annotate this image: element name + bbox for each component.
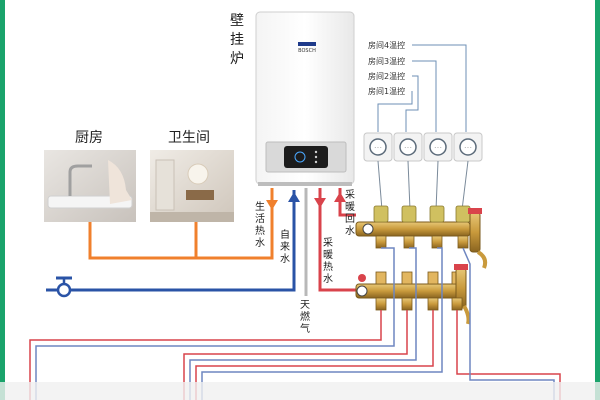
drain-pipe: [476, 250, 488, 269]
floor-band: [0, 382, 600, 400]
label-gas: 天 燃 气: [300, 300, 313, 335]
thermostat: - - -: [393, 132, 423, 162]
supply-valve-handle: [358, 274, 366, 282]
control-label-room2: 房间2温控: [368, 71, 405, 81]
bathroom-shower: [155, 159, 175, 211]
bathroom-photo: [150, 150, 234, 222]
boiler-logo-mark: [298, 42, 316, 46]
drain-pipe: [462, 304, 471, 325]
air-vent-cap: [468, 208, 482, 214]
manifold-outlet: [401, 297, 413, 311]
thermostat-dial-icon: [459, 138, 477, 156]
svg-text:- - -: - - -: [405, 145, 412, 150]
cold-water-pipe: [46, 190, 296, 292]
label-heating-supply: 采 暖 热 水: [323, 237, 336, 285]
boiler-button-dot: [314, 150, 318, 154]
wire-room3: [412, 60, 437, 132]
control-label-room1: 房间1温控: [368, 86, 405, 96]
pressure-gauge-icon: [362, 223, 374, 235]
loop-return: [201, 247, 443, 400]
bathroom-floor: [150, 212, 234, 222]
heating-return-arrow-icon: [334, 192, 346, 202]
loop-return: [462, 247, 555, 400]
control-label-room4: 房间4温控: [368, 40, 405, 50]
svg-text:- - -: - - -: [435, 145, 442, 150]
loop-supply: [183, 310, 408, 400]
pressure-gauge-icon: [356, 285, 368, 297]
room-label-bathroom: 卫生间: [168, 130, 210, 146]
manifold-outlet: [457, 235, 469, 249]
boiler-display: [284, 146, 328, 168]
manifold-supply: [355, 264, 471, 325]
hot-water-pipe: [88, 188, 274, 260]
cold-water-pipe-main: [46, 190, 296, 292]
flow-meter: [401, 271, 413, 285]
hot-water-pipe-main: [88, 188, 274, 260]
actuator-head: [429, 205, 445, 223]
boiler-button-dot: [314, 155, 318, 159]
thermostat: - - -: [363, 132, 393, 162]
manifold-outlet: [375, 297, 387, 311]
thermostat-wires: [377, 44, 467, 132]
actuator-head: [373, 205, 389, 223]
wire-room2: [405, 75, 419, 132]
air-vent: [469, 211, 481, 253]
thermostat-dial-icon: [369, 138, 387, 156]
manifold-outlet: [427, 297, 439, 311]
actuator-wires: [377, 160, 469, 211]
boiler-button-dot: [314, 160, 318, 164]
bathroom-mirror: [187, 163, 209, 185]
wire-room4: [412, 44, 467, 132]
loop-return: [189, 247, 417, 400]
room-label-kitchen: 厨房: [75, 130, 103, 146]
manifold-outlet: [431, 235, 443, 249]
kitchen-hand: [108, 160, 132, 204]
heating-supply-arrow-icon: [314, 198, 326, 208]
boiler-bottom: [258, 182, 352, 186]
loop-supply: [29, 310, 382, 400]
boiler-display-dial-icon: [294, 151, 306, 163]
hot-water-arrow-icon: [266, 200, 278, 210]
thermostat: - - -: [453, 132, 483, 162]
actuator-head: [455, 205, 471, 223]
label-heating-return: 采 暖 回 水: [345, 189, 358, 237]
thermostat-dial-icon: [399, 138, 417, 156]
kitchen-photo: [44, 150, 136, 222]
boiler-brand: BOSCH: [298, 48, 316, 54]
bathroom-cabinet: [186, 190, 214, 200]
svg-text:- - -: - - -: [465, 145, 472, 150]
manifold-outlet: [403, 235, 415, 249]
manifold-return: [355, 205, 488, 269]
flow-meter: [427, 271, 439, 285]
frame-left: [0, 0, 5, 400]
cold-water-arrow-icon: [288, 192, 300, 202]
wire-room1: [377, 91, 413, 132]
control-label-room3: 房间3温控: [368, 56, 405, 66]
label-cold-supply: 自 来 水: [280, 228, 293, 265]
heating-supply-pipe: [318, 188, 356, 292]
boiler-title: 壁 挂 炉: [230, 13, 248, 67]
cold-water-valve-icon: [56, 276, 72, 298]
boiler: BOSCH: [255, 11, 355, 186]
manifold-outlet: [375, 235, 387, 249]
thermostat: - - -: [423, 132, 453, 162]
air-vent-cap: [454, 264, 468, 270]
frame-right: [595, 0, 600, 400]
thermostat-labels: 房间4温控 房间3温控 房间2温控 房间1温控: [368, 40, 405, 96]
flow-meter: [375, 271, 387, 285]
loop-return: [35, 247, 395, 400]
manifold-outlet: [451, 297, 463, 311]
label-hot-domestic: 生 活 热 水: [255, 200, 268, 249]
svg-text:- - -: - - -: [375, 145, 382, 150]
thermostat-dial-icon: [429, 138, 447, 156]
kitchen-faucet-icon: [68, 164, 92, 196]
actuator-head: [401, 205, 417, 223]
